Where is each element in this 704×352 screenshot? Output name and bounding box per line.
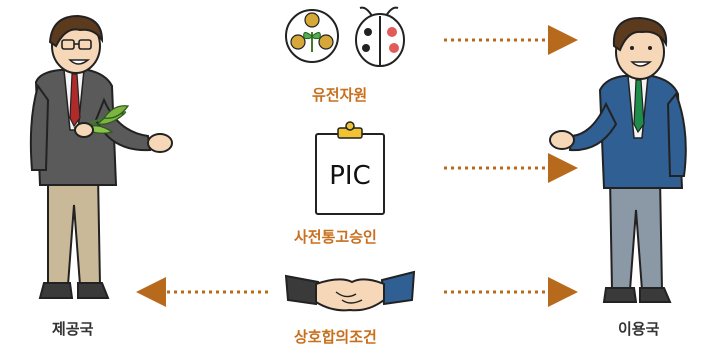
- ladybug-icon: [355, 6, 405, 67]
- user-person: [549, 16, 687, 303]
- plant-seed-icon: [285, 9, 339, 63]
- mat-label: 상호합의조건: [294, 328, 377, 346]
- pic-card-text: PIC: [329, 161, 371, 191]
- provider-label: 제공국: [52, 320, 94, 338]
- resource-label: 유전자원: [312, 86, 368, 104]
- handshake-icon: [284, 270, 416, 312]
- pic-clipboard-icon: PIC: [315, 121, 385, 215]
- user-label: 이용국: [618, 320, 660, 338]
- provider-person: [29, 14, 173, 299]
- pic-label: 사전통고승인: [294, 228, 377, 246]
